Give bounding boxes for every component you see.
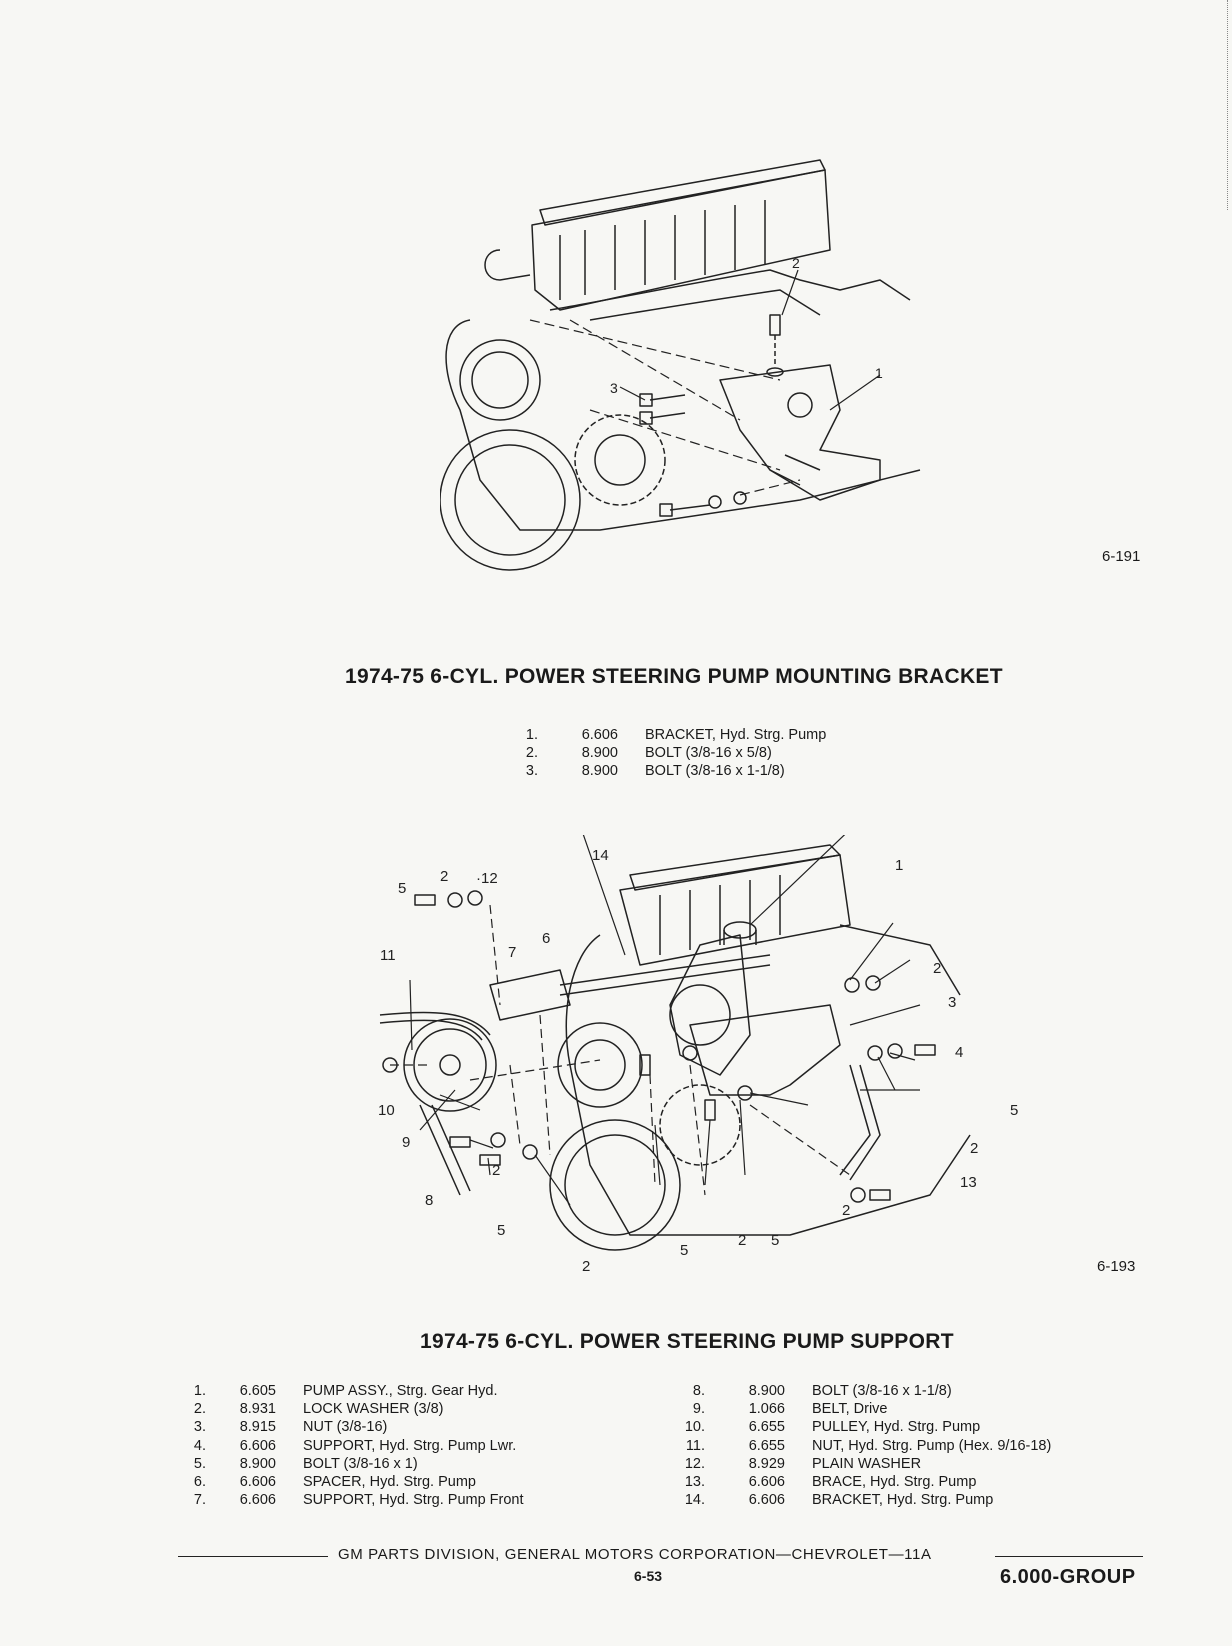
water-pump-outline — [459, 339, 541, 421]
callout-5: 5 — [497, 1222, 505, 1239]
page-number: 6-53 — [634, 1568, 663, 1584]
group-label: 6.000-GROUP — [1000, 1566, 1136, 1588]
pump-pulley-outline — [403, 1018, 497, 1112]
callout-4: 4 — [955, 1044, 963, 1061]
callout-2: 2 — [440, 868, 448, 885]
callout-2: 2 — [842, 1202, 850, 1219]
callout-5: 5 — [1010, 1102, 1018, 1119]
footer-rule-left — [178, 1556, 328, 1557]
callout-8: 8 — [425, 1192, 433, 1209]
callout-14: 14 — [592, 847, 609, 864]
callout-5: 5 — [398, 880, 406, 897]
callout-1: 1 — [875, 365, 883, 381]
figure2-number: 6-193 — [1097, 1258, 1136, 1275]
callout-10: 10 — [378, 1102, 395, 1119]
callout-1: 1 — [895, 857, 903, 874]
callout-12: ·12 — [476, 870, 498, 887]
bracket-outline — [719, 364, 881, 501]
section2-title: 1974-75 6-CYL. POWER STEERING PUMP SUPPO… — [420, 1330, 954, 1353]
callout-2: 2 — [492, 1162, 500, 1179]
section1-title: 1974-75 6-CYL. POWER STEERING PUMP MOUNT… — [345, 665, 1003, 688]
figure1-number: 6-191 — [1102, 548, 1141, 565]
callout-2: 2 — [582, 1258, 590, 1275]
footer-publisher-line: GM PARTS DIVISION, GENERAL MOTORS CORPOR… — [338, 1546, 932, 1563]
callout-7: 7 — [508, 944, 516, 961]
callout-9: 9 — [402, 1134, 410, 1151]
callout-13: 13 — [960, 1174, 977, 1191]
callout-11: 11 — [380, 947, 396, 964]
callout-3: 3 — [948, 994, 956, 1011]
callout-2: 2 — [970, 1140, 978, 1157]
callout-5: 5 — [680, 1242, 688, 1259]
callout-6: 6 — [542, 930, 550, 947]
callout-5: 5 — [771, 1232, 779, 1249]
callout-2: 2 — [792, 255, 800, 271]
callout-3: 3 — [610, 380, 618, 396]
footer-rule-right — [995, 1556, 1143, 1557]
figure-mounting-bracket-illustration: 2 1 3 — [440, 150, 940, 580]
figure-pump-support-illustration: ·12 2 5 7 6 11 10 9 2 8 5 2 5 2 5 2 13 2… — [370, 835, 1020, 1275]
callout-2: 2 — [738, 1232, 746, 1249]
callout-2: 2 — [933, 960, 941, 977]
pump-reservoir-outline — [669, 934, 751, 1076]
page-edge-scan-mark — [1225, 0, 1228, 210]
